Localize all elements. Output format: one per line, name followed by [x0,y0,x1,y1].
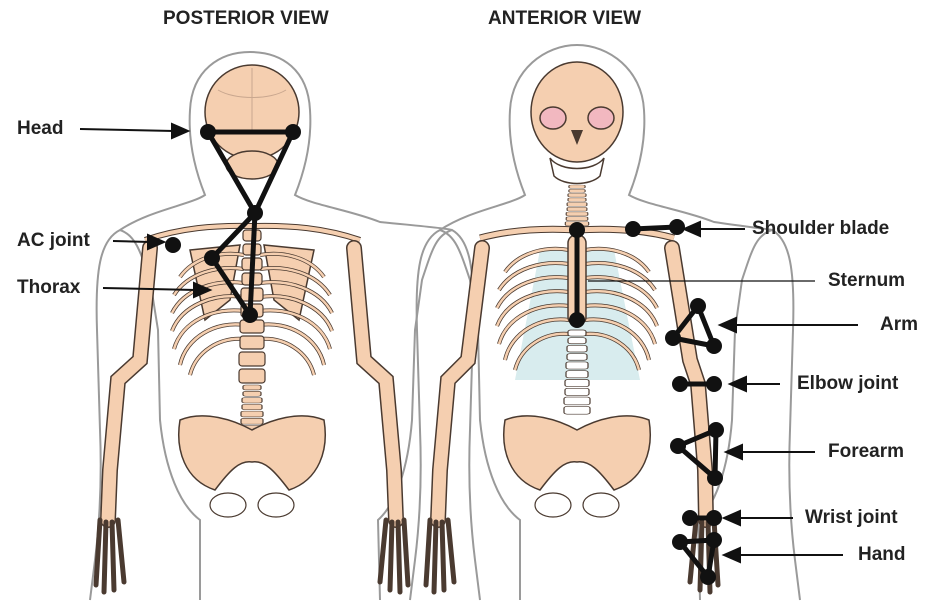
marker-dot [708,422,724,438]
marker-dot [569,222,585,238]
marker-dot [669,219,685,235]
marker-dot [672,534,688,550]
marker-dot [707,470,723,486]
shoulder-blade-arrow [684,222,745,236]
marker-dot [690,298,706,314]
anterior-skeleton [410,45,800,600]
marker-dot [247,205,263,221]
marker-dot [204,250,220,266]
head-arrow [80,124,188,138]
label-ac-joint: AC joint [17,230,90,252]
elbow-joint-arrow [730,377,780,391]
marker-dot [670,438,686,454]
marker-dot [242,307,258,323]
label-wrist-joint: Wrist joint [805,507,898,529]
arm-arrow [720,318,858,332]
wrist-joint-arrow [724,511,793,525]
label-elbow-joint: Elbow joint [797,373,898,395]
marker-dot [285,124,301,140]
marker-dot [672,376,688,392]
label-hand: Hand [858,544,906,566]
marker-dot [706,532,722,548]
label-sternum: Sternum [828,270,905,292]
label-shoulder-blade: Shoulder blade [752,218,889,240]
marker-dot [165,237,181,253]
hand-arrow [724,548,843,562]
marker-dot [700,569,716,585]
label-forearm: Forearm [828,441,904,463]
marker-dot [200,124,216,140]
label-head: Head [17,118,63,140]
marker-dot [682,510,698,526]
marker-dot [706,338,722,354]
marker-dot [706,510,722,526]
label-arm: Arm [880,314,918,336]
marker-dot [625,221,641,237]
forearm-arrow [726,445,815,459]
thorax-arrow [103,283,210,297]
label-thorax: Thorax [17,277,80,299]
marker-dot [706,376,722,392]
marker-dot [665,330,681,346]
marker-dot [569,312,585,328]
